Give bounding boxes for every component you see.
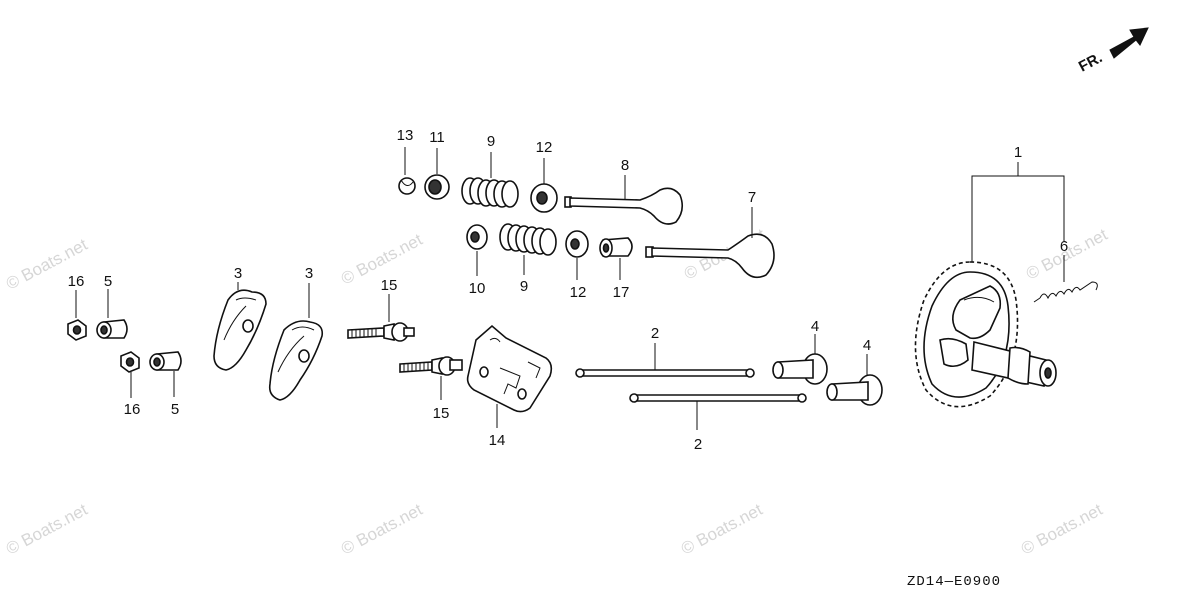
part-camshaft-gear-assembly — [914, 261, 1057, 408]
part-spring-retainer-lower — [565, 230, 589, 258]
callout-6: 6 — [1060, 238, 1068, 255]
callout-5-lower: 5 — [171, 401, 179, 418]
callout-16-upper: 16 — [68, 273, 85, 290]
part-tappet-upper — [772, 353, 828, 385]
part-tappet-lower — [826, 374, 883, 406]
part-exhaust-valve — [645, 233, 775, 279]
callout-2-upper: 2 — [651, 325, 659, 342]
callout-11: 11 — [429, 129, 445, 146]
diagram-reference-code: ZD14—E0900 — [907, 574, 1001, 590]
callout-4-lower: 4 — [863, 337, 871, 354]
part-push-rod-lower — [629, 393, 807, 403]
callout-5-upper: 5 — [104, 273, 112, 290]
watermark: © Boats.net — [1018, 500, 1106, 559]
watermark: © Boats.net — [338, 500, 426, 559]
part-rocker-pivot-upper — [96, 319, 128, 339]
callout-13: 13 — [397, 127, 414, 144]
callout-17: 17 — [613, 284, 630, 301]
part-rocker-nut-upper — [67, 319, 87, 341]
callout-9-lower: 9 — [520, 278, 528, 295]
callout-14: 14 — [489, 432, 506, 449]
arrow-right-icon — [1109, 27, 1149, 59]
callout-12-upper: 12 — [536, 139, 553, 156]
part-rocker-arm-left — [213, 289, 267, 371]
callout-3-left: 3 — [234, 265, 242, 282]
callout-12-lower: 12 — [570, 284, 587, 301]
front-direction-indicator: FR. — [1076, 27, 1149, 76]
callout-7: 7 — [748, 189, 756, 206]
callout-10: 10 — [469, 280, 486, 297]
part-rocker-arm-right — [268, 320, 324, 401]
part-push-rod-guide-plate — [466, 324, 553, 413]
part-rocker-pivot-lower — [149, 351, 182, 371]
callout-9-upper: 9 — [487, 133, 495, 150]
part-pivot-bolt-upper — [347, 322, 415, 342]
callout-16-lower: 16 — [124, 401, 141, 418]
callout-15-upper: 15 — [381, 277, 398, 294]
part-exhaust-valve-cap — [599, 237, 633, 258]
callout-2-lower: 2 — [694, 436, 702, 453]
part-valve-spring-lower — [499, 223, 557, 256]
callout-4-upper: 4 — [811, 318, 819, 335]
callout-15-lower: 15 — [433, 405, 450, 422]
part-valve-stem-seal — [466, 224, 488, 250]
callout-bracket — [971, 175, 1065, 262]
part-valve-rotator — [424, 174, 450, 200]
part-push-rod-upper — [575, 368, 755, 378]
part-rocker-nut-lower — [120, 351, 140, 373]
callout-1: 1 — [1014, 144, 1022, 161]
part-spring-retainer-upper — [530, 183, 558, 213]
callout-3-right: 3 — [305, 265, 313, 282]
front-direction-label: FR. — [1076, 49, 1105, 75]
part-pivot-bolt-lower — [399, 356, 463, 376]
part-valve-keeper — [398, 177, 416, 195]
watermark: © Boats.net — [678, 500, 766, 559]
part-intake-valve — [564, 187, 684, 225]
part-valve-spring-upper — [461, 177, 519, 208]
callout-8: 8 — [621, 157, 629, 174]
part-decompressor-spring — [1033, 281, 1098, 303]
watermark: © Boats.net — [3, 500, 91, 559]
